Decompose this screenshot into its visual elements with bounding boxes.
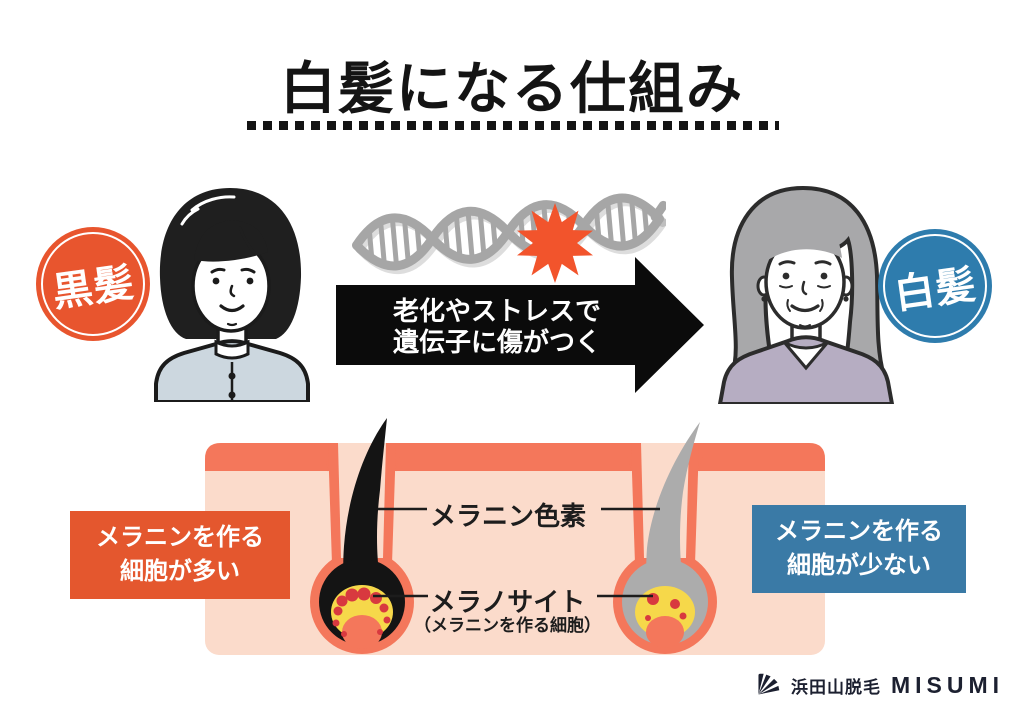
person-black-hair-illustration: [154, 188, 310, 402]
white-hair-badge: 白髪: [878, 229, 992, 343]
page-title: 白髪になる仕組み: [280, 57, 744, 120]
arrow-caption-line1: 老化やストレスで: [392, 296, 601, 326]
note-line2: 細胞が少ない: [787, 552, 931, 579]
arrow-caption: 老化やストレスで 遺伝子に傷がつく: [358, 294, 636, 360]
melanocyte-label: メラノサイト: [429, 587, 586, 617]
brand-name-english: MISUMI: [891, 671, 1005, 698]
many-melanocytes-note: メラニンを作る 細胞が多い: [70, 511, 290, 599]
melanin-pigment-label: メラニン色素: [429, 501, 586, 531]
title-dotted-underline: [247, 121, 779, 130]
label-connector-lines: [373, 507, 660, 598]
badge-ring: [41, 232, 145, 336]
skin-cross-section-diagram: [205, 418, 825, 655]
person-gray-hair-illustration: [717, 185, 895, 404]
note-line2: 細胞が多い: [120, 558, 240, 585]
arrow-right-icon: [336, 257, 704, 393]
white-hair-badge-label: 白髪: [891, 262, 980, 318]
brand-footer: 浜田山脱毛 MISUMI: [755, 670, 1004, 700]
melanocyte-sublabel: （メラニンを作る細胞）: [414, 616, 601, 635]
badge-ring: [883, 234, 987, 338]
black-hair-badge: 黒髪: [36, 227, 150, 341]
brand-name-japanese: 浜田山脱毛: [791, 677, 881, 697]
note-line1: メラニンを作る: [775, 518, 943, 545]
damage-burst-icon: [517, 203, 593, 283]
note-line1: メラニンを作る: [96, 524, 264, 551]
fan-logo-icon: [758, 673, 780, 695]
few-melanocytes-note: メラニンを作る 細胞が少ない: [752, 505, 966, 593]
black-hair-badge-label: 黒髪: [49, 260, 138, 316]
arrow-caption-line2: 遺伝子に傷がつく: [392, 327, 601, 357]
